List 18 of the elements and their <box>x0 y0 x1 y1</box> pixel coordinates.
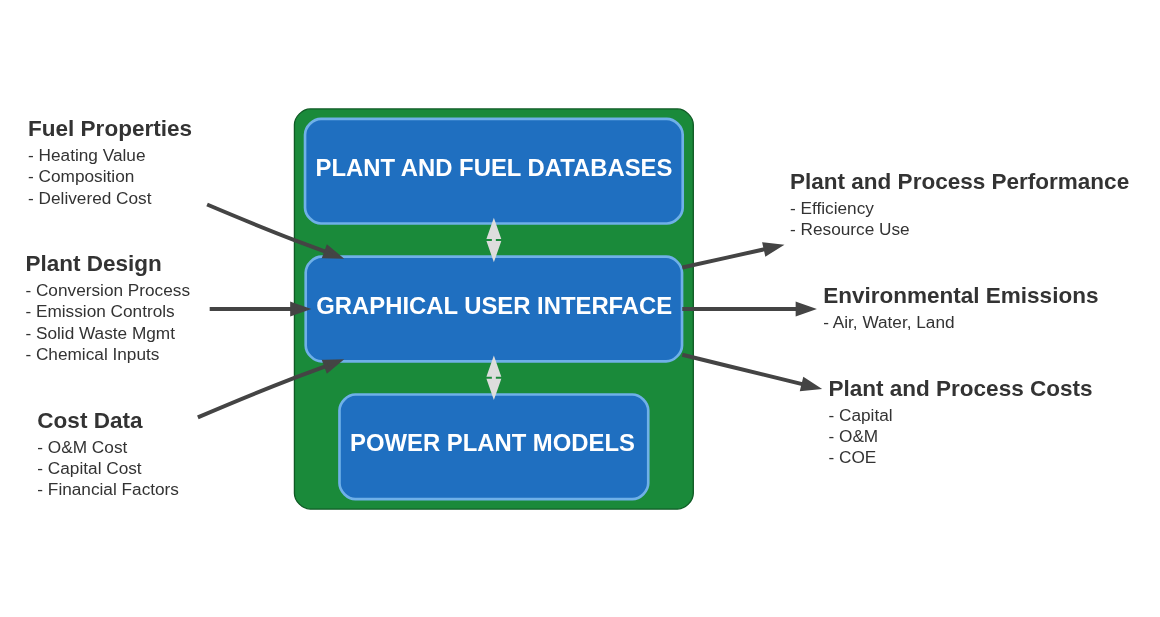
arrow <box>486 354 502 400</box>
node-text: Environmental Emissions - Air, Water, Land <box>823 282 1099 332</box>
arrow <box>197 358 345 419</box>
node-text: Plant Design - Conversion Process - Emission Controls - Solid Waste Mgmt - Chemical Inputs <box>25 250 191 364</box>
arrow <box>206 202 345 259</box>
arrow <box>681 241 785 269</box>
node-box: POWER PLANT MODELS <box>338 392 650 500</box>
cluster <box>293 107 694 510</box>
arrow <box>682 301 817 316</box>
node-box: PLANT AND FUEL DATABASES <box>303 117 685 225</box>
node-text: Fuel Properties - Heating Value - Composition - Delivered Cost <box>28 115 192 208</box>
node-text: Plant and Process Performance - Efficiency - Resource Use <box>790 168 1130 239</box>
node-text: Cost Data - O&M Cost - Capital Cost - Financial Factors <box>37 407 179 499</box>
arrow <box>681 352 823 391</box>
arrow <box>209 301 312 316</box>
node-text: Plant and Process Costs - Capital - O&M - COE <box>828 375 1093 467</box>
arrow <box>486 217 502 262</box>
node-box: GRAPHICAL USER INTERFACE <box>304 254 684 363</box>
